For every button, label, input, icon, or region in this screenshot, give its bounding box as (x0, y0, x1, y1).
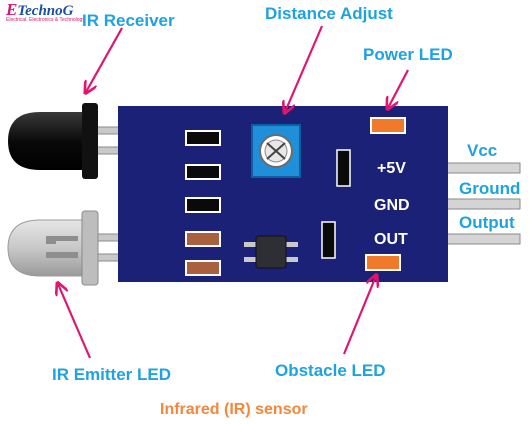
arrow-ir-receiver (86, 27, 123, 92)
potentiometer (251, 124, 301, 178)
smd-components (185, 130, 351, 276)
callout-arrows (58, 25, 409, 359)
label-ir-receiver: IR Receiver (82, 11, 175, 30)
obstacle-led (365, 254, 401, 271)
board-label-out: OUT (374, 231, 408, 248)
arrow-obstacle-led (342, 276, 376, 355)
label-power-led: Power LED (363, 45, 453, 64)
arrow-ir-emitter (58, 284, 92, 359)
label-ground: Ground (459, 179, 521, 198)
arrow-power-led (388, 69, 409, 108)
arrow-distance-adjust (285, 25, 324, 112)
label-ir-emitter-led: IR Emitter LED (52, 365, 172, 384)
board-label-gnd: GND (374, 197, 410, 214)
board-label-vcc: +5V (377, 160, 406, 177)
power-led (370, 117, 406, 134)
label-obstacle-led: Obstacle LED (275, 361, 386, 380)
label-output: Output (459, 213, 515, 232)
label-distance-adjust: Distance Adjust (265, 4, 393, 23)
logo-name: TechnoG (17, 3, 74, 19)
logo-first-letter: E (6, 0, 18, 19)
caption: Infrared (IR) sensor (160, 401, 308, 418)
ir-emitter-led (7, 210, 99, 286)
label-vcc: Vcc (467, 141, 498, 160)
ir-receiver (8, 103, 98, 179)
etechnog-logo: ETechnoG Electrical, Electronics & Techn… (6, 0, 96, 26)
ic-chip (244, 235, 298, 269)
logo-tagline: Electrical, Electronics & Technology (6, 17, 85, 23)
